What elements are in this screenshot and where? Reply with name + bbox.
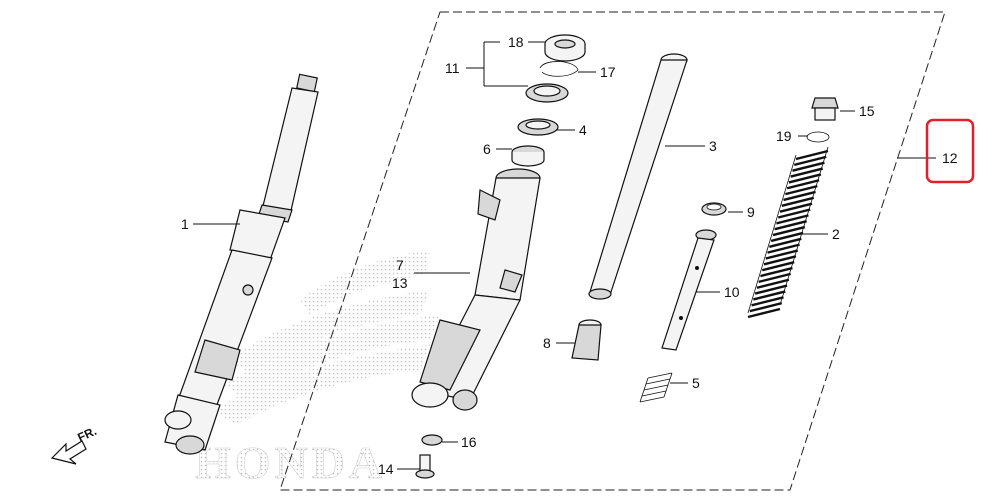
spring-coil bbox=[769, 237, 802, 248]
callout-5: 5 bbox=[692, 375, 700, 391]
callout-19: 19 bbox=[776, 128, 792, 144]
spring-coil bbox=[763, 255, 797, 266]
callout-4: 4 bbox=[579, 122, 587, 138]
callout-6: 6 bbox=[483, 141, 491, 157]
spring-coil bbox=[770, 231, 804, 243]
spring-coil bbox=[793, 155, 827, 167]
spring-coil bbox=[781, 196, 815, 207]
spring-coil bbox=[760, 266, 793, 278]
spring-coil bbox=[783, 190, 816, 202]
sealing-washer bbox=[421, 434, 443, 446]
honda-wing-logo bbox=[215, 250, 440, 425]
spring-coil bbox=[788, 173, 822, 184]
callout-14: 14 bbox=[378, 461, 394, 477]
spring-coil bbox=[751, 296, 784, 307]
spring-coil bbox=[792, 161, 825, 172]
fork-slider bbox=[411, 168, 541, 411]
callout-11: 11 bbox=[445, 60, 460, 76]
drain-bolt bbox=[415, 454, 435, 479]
callout-9: 9 bbox=[747, 204, 755, 220]
callout-2: 2 bbox=[832, 226, 840, 242]
spring-coil bbox=[790, 167, 823, 178]
callout-3: 3 bbox=[709, 138, 717, 154]
front-label: FR. bbox=[75, 424, 98, 445]
callout-10: 10 bbox=[724, 284, 740, 300]
spring-coil bbox=[772, 225, 806, 237]
spring-coil bbox=[777, 208, 811, 219]
spring-coil bbox=[758, 272, 791, 284]
spring-coil bbox=[774, 220, 807, 231]
callout-leaders bbox=[193, 41, 936, 470]
spring-edge bbox=[747, 154, 797, 314]
oil-seal bbox=[525, 83, 569, 103]
callout-7: 7 bbox=[396, 257, 404, 273]
fork-spring bbox=[747, 146, 829, 319]
callout-12[interactable]: 12 bbox=[942, 150, 958, 166]
dust-seal-cap bbox=[544, 34, 586, 62]
spring-coil bbox=[795, 149, 829, 161]
assembly-outline bbox=[279, 11, 946, 491]
spring-edge bbox=[779, 146, 829, 306]
oil-lock-piece bbox=[571, 319, 602, 361]
callout-17: 17 bbox=[600, 64, 616, 80]
spring-coil bbox=[767, 243, 800, 254]
slider-bushing bbox=[511, 145, 545, 167]
spring-coil bbox=[761, 261, 795, 272]
spring-coil bbox=[785, 184, 818, 196]
back-up-ring bbox=[517, 118, 559, 136]
o-ring bbox=[806, 131, 830, 143]
rebound-spring bbox=[639, 372, 673, 403]
circlip bbox=[539, 61, 579, 77]
spring-coil bbox=[756, 278, 790, 289]
spring-coil bbox=[753, 290, 786, 301]
fork-bolt bbox=[811, 97, 839, 121]
callout-18: 18 bbox=[508, 34, 524, 50]
honda-watermark-text: HONDA bbox=[195, 437, 386, 488]
spring-coil bbox=[776, 214, 809, 225]
spring-coil bbox=[765, 249, 799, 260]
callout-13: 13 bbox=[392, 275, 408, 291]
spring-coil bbox=[747, 307, 781, 319]
spring-coil bbox=[779, 202, 813, 213]
callout-15: 15 bbox=[859, 103, 875, 119]
piston-ring bbox=[701, 202, 727, 216]
highlight-box bbox=[925, 118, 975, 184]
callout-16: 16 bbox=[461, 434, 477, 450]
fork-pipe bbox=[588, 53, 688, 300]
callout-8: 8 bbox=[543, 335, 551, 351]
front-direction-arrow: FR. bbox=[50, 424, 99, 465]
spring-coil bbox=[754, 284, 788, 295]
damper-rod bbox=[661, 229, 717, 351]
callout-1: 1 bbox=[181, 216, 189, 232]
fork-leg-assembly bbox=[164, 73, 319, 455]
spring-coil bbox=[786, 179, 820, 190]
spring-coil bbox=[749, 301, 783, 313]
